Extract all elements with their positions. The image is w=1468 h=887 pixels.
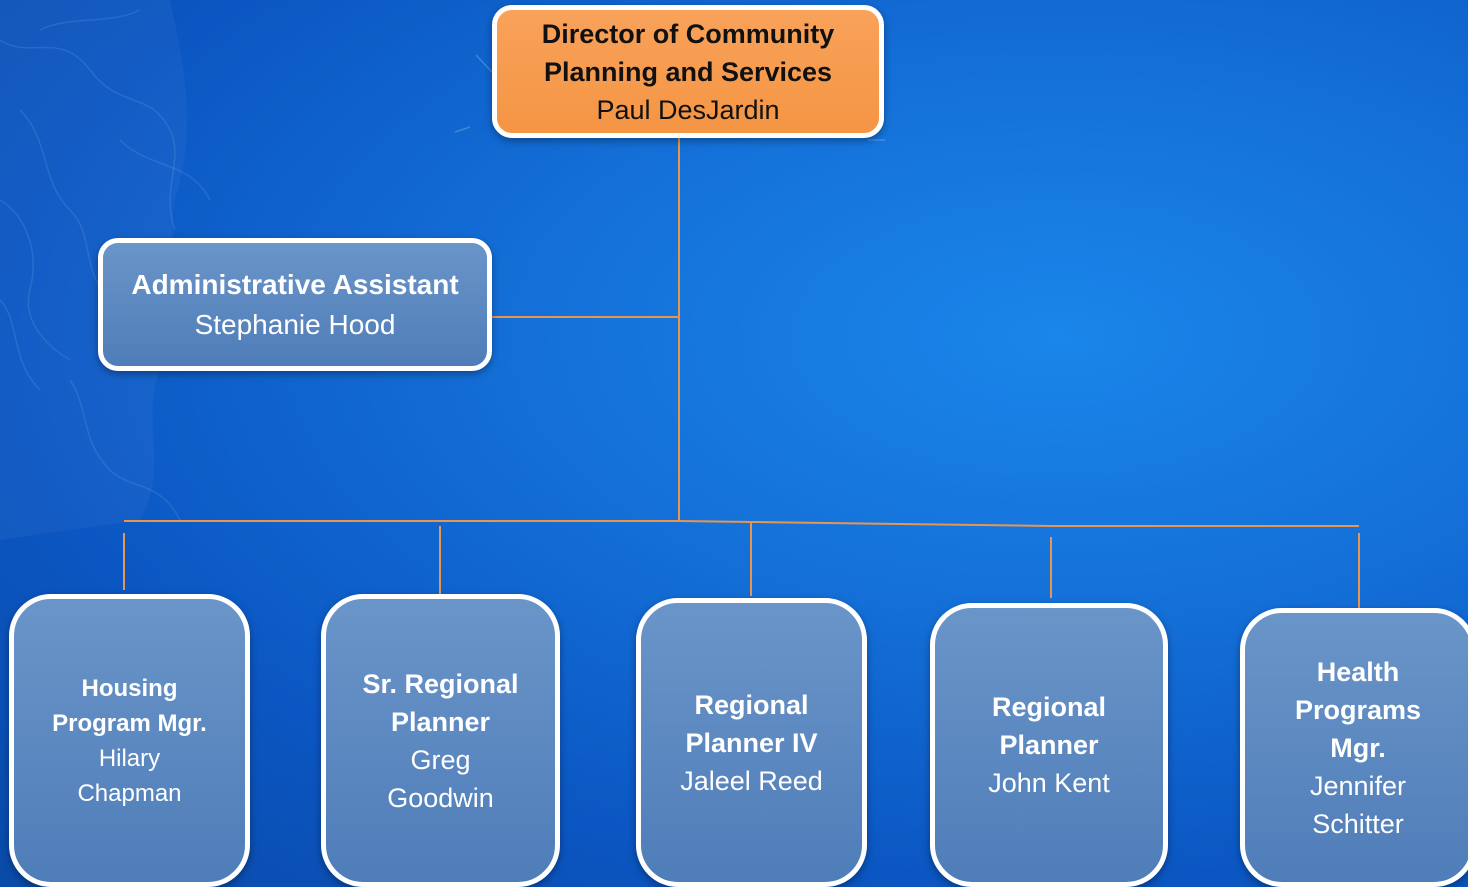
- staff-name: Jaleel Reed: [680, 762, 823, 800]
- regional-planner-node: Regional Planner John Kent: [930, 603, 1168, 887]
- staff-name-line: Jaleel Reed: [680, 765, 823, 796]
- staff-title-line: Health: [1316, 656, 1400, 687]
- staff-title: Regional Planner: [988, 688, 1110, 764]
- staff-name: Jennifer Schitter: [1295, 767, 1421, 843]
- staff-title-line: Planner IV: [685, 727, 818, 758]
- staff-title: Sr. Regional Planner: [362, 665, 518, 741]
- staff-title-line: Planner: [390, 706, 491, 737]
- staff-title-line: Planner: [999, 730, 1099, 760]
- admin-assistant-title: Administrative Assistant: [131, 268, 459, 300]
- staff-name: Hilary Chapman: [52, 741, 207, 811]
- director-title: Director of Community Planning and Servi…: [522, 15, 855, 91]
- staff-title-line: Regional: [991, 692, 1106, 722]
- staff-name-line: Chapman: [77, 779, 182, 807]
- staff-name: John Kent: [988, 764, 1110, 802]
- staff-title: Housing Program Mgr.: [52, 671, 207, 741]
- staff-name-line: Hilary: [98, 744, 161, 772]
- sr-regional-planner-node: Sr. Regional Planner Greg Goodwin: [321, 594, 560, 887]
- director-title-line-1: Director of Community: [541, 18, 835, 49]
- staff-name-line: Greg: [410, 744, 471, 775]
- staff-name-line: Jennifer: [1309, 770, 1407, 801]
- staff-title-line: Sr. Regional: [362, 668, 519, 699]
- staff-name-line: Goodwin: [387, 782, 494, 813]
- regional-planner-iv-node: Regional Planner IV Jaleel Reed: [636, 598, 867, 887]
- director-name: Paul DesJardin: [596, 94, 780, 125]
- staff-title-line: Mgr.: [1330, 732, 1386, 763]
- director-node: Director of Community Planning and Servi…: [492, 5, 884, 138]
- staff-title-line: Programs: [1294, 694, 1422, 725]
- admin-assistant-name: Stephanie Hood: [194, 308, 396, 340]
- admin-assistant-node: Administrative Assistant Stephanie Hood: [98, 238, 492, 371]
- housing-program-manager-node: Housing Program Mgr. Hilary Chapman: [9, 594, 250, 887]
- staff-name: Greg Goodwin: [362, 741, 518, 817]
- staff-title-line: Program Mgr.: [52, 709, 207, 737]
- director-title-line-2: Planning and Services: [543, 56, 833, 87]
- staff-title-line: Housing: [81, 674, 178, 702]
- staff-title-line: Regional: [694, 689, 809, 720]
- staff-title: Health Programs Mgr.: [1295, 653, 1421, 767]
- staff-name-line: Schitter: [1312, 808, 1404, 839]
- health-programs-manager-node: Health Programs Mgr. Jennifer Schitter: [1240, 608, 1468, 887]
- staff-title: Regional Planner IV: [680, 686, 823, 762]
- staff-bus-line: [124, 520, 1359, 527]
- staff-name-line: John Kent: [988, 768, 1110, 798]
